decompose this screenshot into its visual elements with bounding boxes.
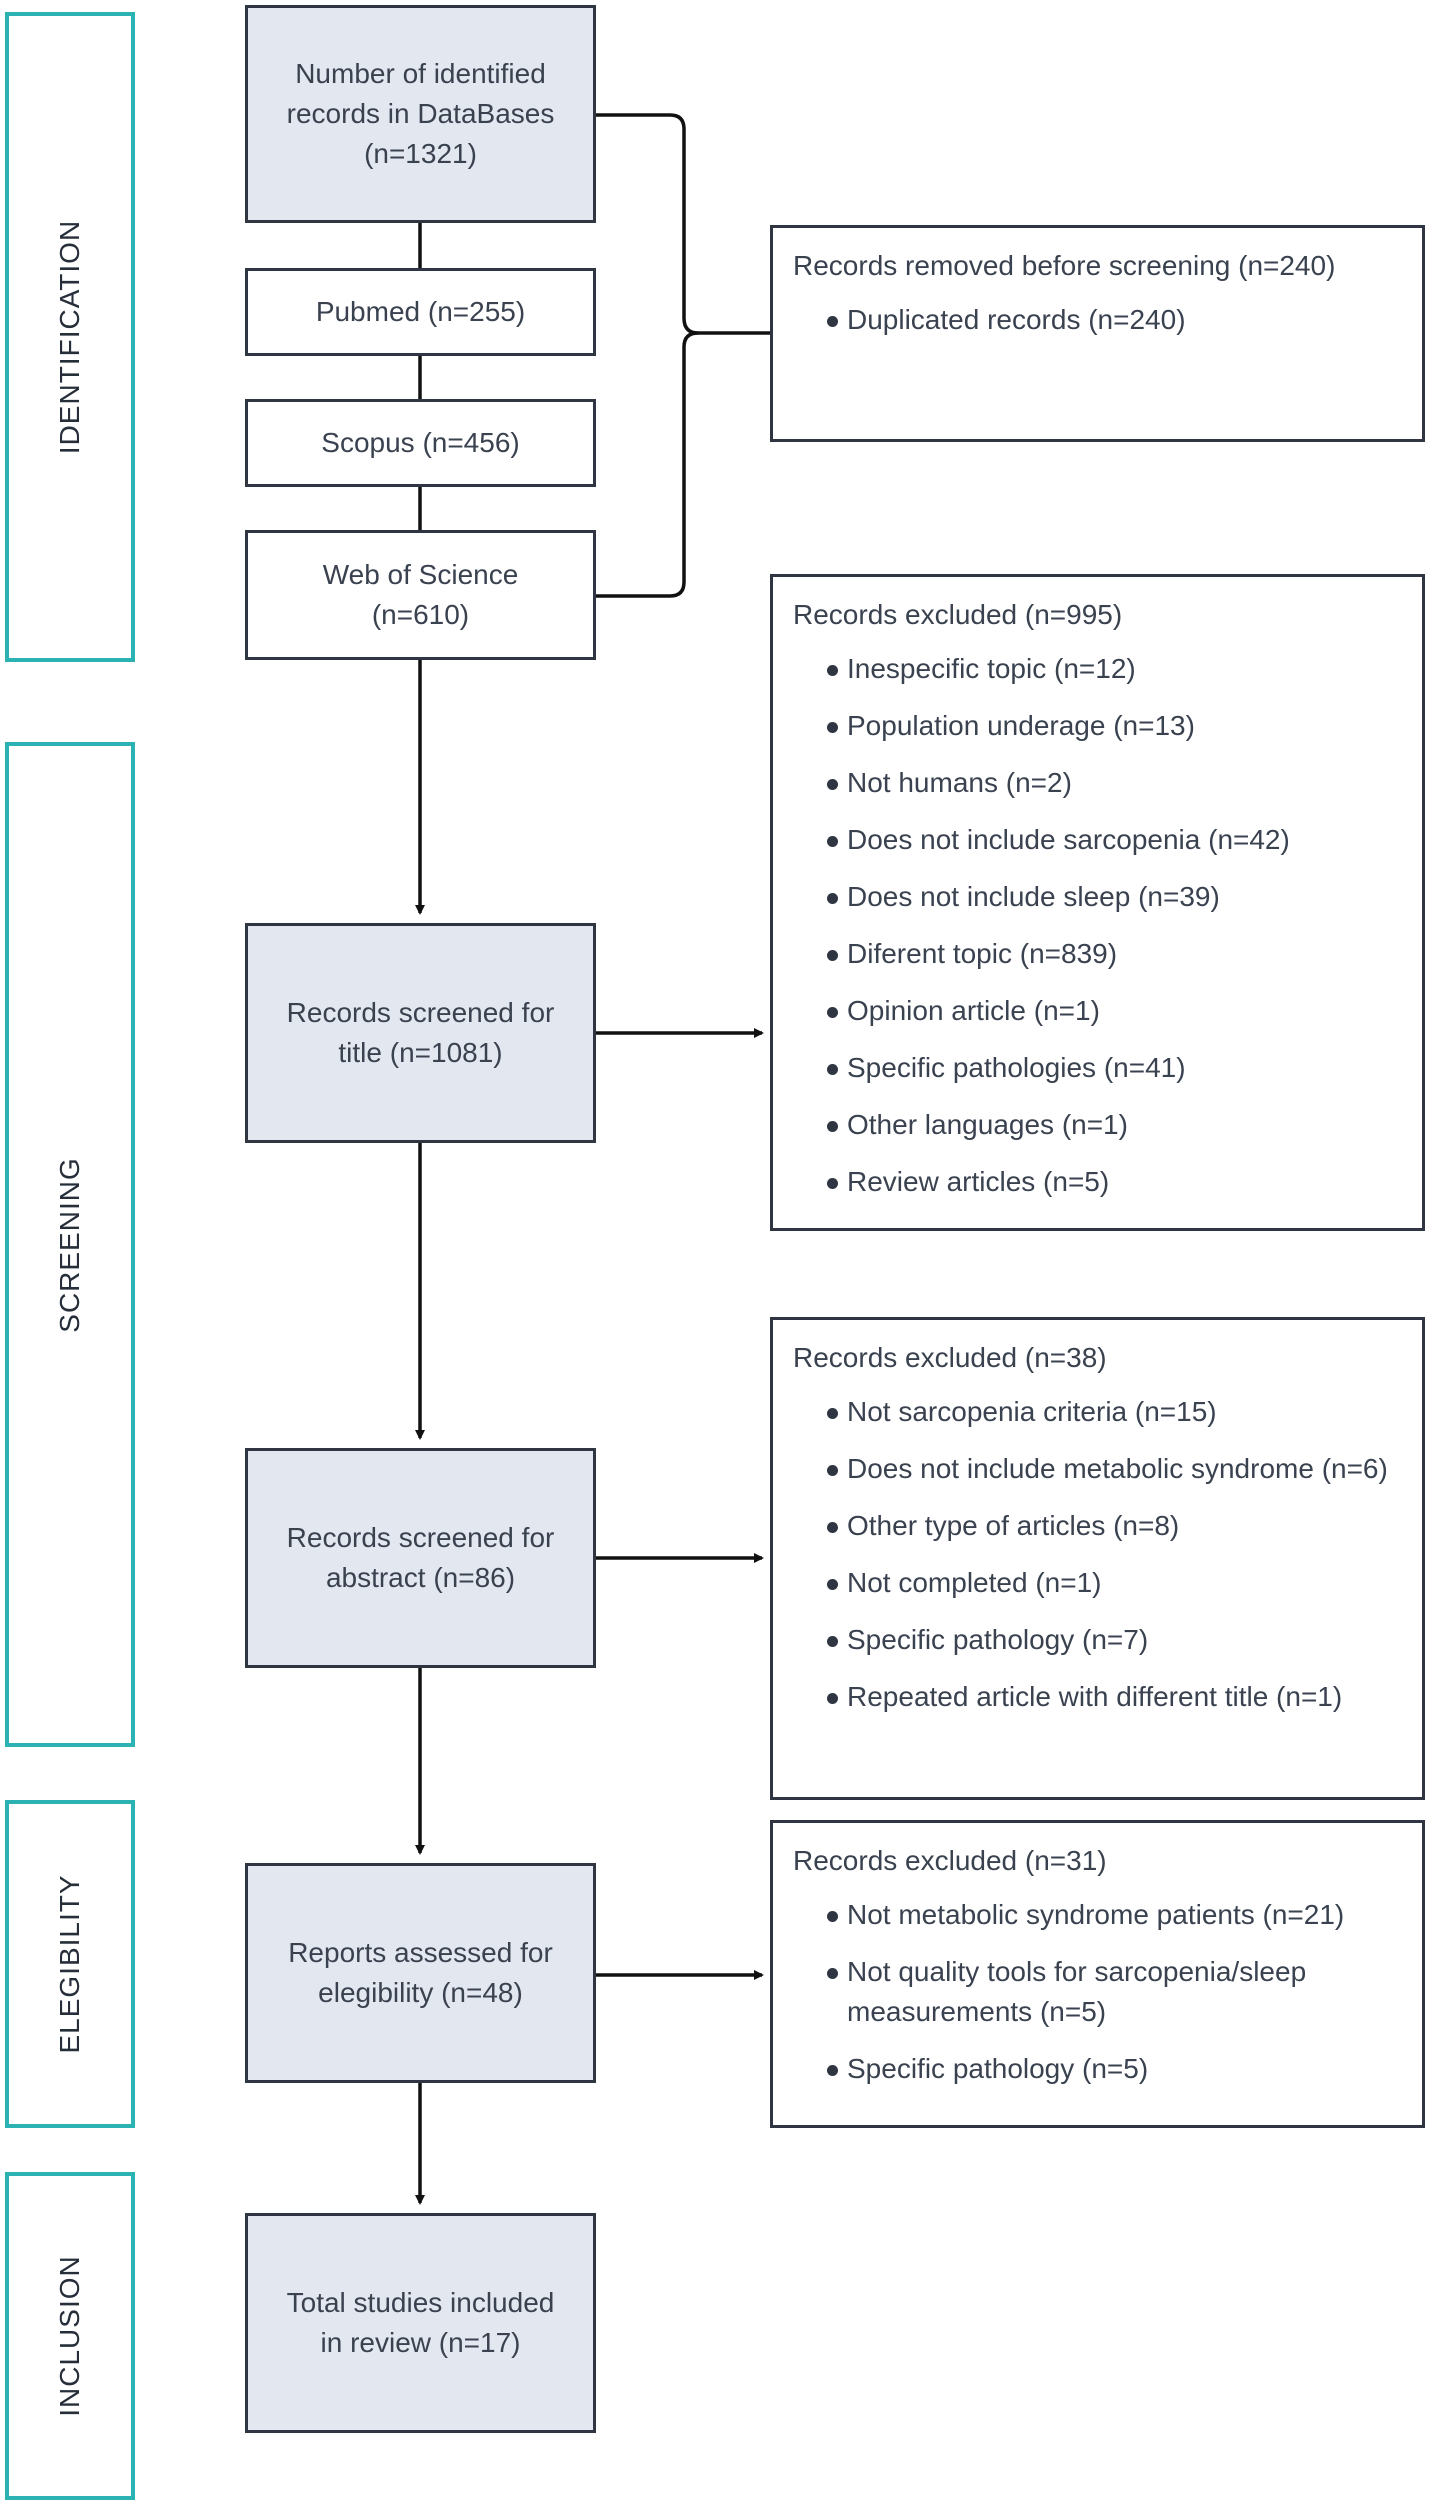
box-text-line: Total studies included [286, 2287, 555, 2318]
box-text-line: Web of Science [322, 559, 519, 590]
bullet-icon [827, 1636, 838, 1647]
phase-label: SCREENING [54, 1156, 85, 1333]
bullet-icon [827, 1522, 838, 1533]
included-studies-box: Total studies included in review (n=17) [245, 2213, 596, 2433]
bullet-icon [827, 1178, 838, 1189]
title-screening-box: Records screened for title (n=1081) [245, 923, 596, 1143]
bullet-icon [827, 950, 838, 961]
list-item: Does not include sleep (n=39) [827, 877, 1402, 917]
bullet-icon [827, 1121, 838, 1132]
list-item: Does not include metabolic syndrome (n=6… [827, 1449, 1402, 1489]
box-text-line: elegibility (n=48) [318, 1977, 523, 2008]
list-item: Duplicated records (n=240) [827, 300, 1402, 340]
bullet-icon [827, 316, 838, 327]
bullet-icon [827, 722, 838, 733]
list-item: Specific pathology (n=7) [827, 1620, 1402, 1660]
abstract-excluded-box: Records excluded (n=38) Not sarcopenia c… [770, 1317, 1425, 1800]
phase-label: INCLUSION [54, 2255, 85, 2417]
box-text-line: Pubmed (n=255) [315, 296, 526, 327]
list-item: Review articles (n=5) [827, 1162, 1402, 1202]
list-item: Other type of articles (n=8) [827, 1506, 1402, 1546]
list-item: Not metabolic syndrome patients (n=21) [827, 1895, 1402, 1935]
web-of-science-box: Web of Science (n=610) [245, 530, 596, 660]
bullet-icon [827, 1007, 838, 1018]
phase-label: ELEGIBILITY [54, 1874, 85, 2054]
list-item: Not quality tools for sarcopenia/sleep m… [827, 1952, 1402, 2032]
title-excluded-box: Records excluded (n=995) Inespecific top… [770, 574, 1425, 1231]
box-text-line: (n=1321) [364, 138, 477, 169]
phase-inclusion: INCLUSION [5, 2172, 135, 2500]
exclusion-title: Records removed before screening (n=240) [793, 250, 1336, 281]
list-item: Not sarcopenia criteria (n=15) [827, 1392, 1402, 1432]
bracket-connector [596, 113, 772, 335]
bullet-icon [827, 836, 838, 847]
bullet-icon [827, 665, 838, 676]
bullet-icon [827, 1968, 838, 1979]
bullet-icon [827, 893, 838, 904]
box-text-line: abstract (n=86) [325, 1562, 516, 1593]
bullet-icon [827, 1579, 838, 1590]
pubmed-box: Pubmed (n=255) [245, 268, 596, 356]
bracket-connector [596, 331, 699, 598]
bullet-icon [827, 1693, 838, 1704]
scopus-box: Scopus (n=456) [245, 399, 596, 487]
bullet-icon [827, 1408, 838, 1419]
box-text-line: Records screened for [286, 997, 555, 1028]
list-item: Other languages (n=1) [827, 1105, 1402, 1145]
exclusion-title: Records excluded (n=995) [793, 599, 1123, 630]
eligibility-excluded-box: Records excluded (n=31) Not metabolic sy… [770, 1820, 1425, 2128]
phase-elegibility: ELEGIBILITY [5, 1800, 135, 2128]
box-text-line: Scopus (n=456) [321, 427, 520, 458]
box-text-line: Number of identified [295, 58, 546, 89]
bullet-icon [827, 779, 838, 790]
box-text-line: records in DataBases [286, 98, 555, 129]
box-text-line: (n=610) [371, 599, 470, 630]
bullet-icon [827, 1064, 838, 1075]
phase-screening: SCREENING [5, 742, 135, 1747]
box-text-line: Reports assessed for [288, 1937, 553, 1968]
list-item: Diferent topic (n=839) [827, 934, 1402, 974]
bullet-icon [827, 1911, 838, 1922]
exclusion-title: Records excluded (n=31) [793, 1845, 1107, 1876]
removed-before-screening-box: Records removed before screening (n=240)… [770, 225, 1425, 442]
list-item: Specific pathology (n=5) [827, 2049, 1402, 2089]
bullet-icon [827, 1465, 838, 1476]
list-item: Repeated article with different title (n… [827, 1677, 1402, 1717]
abstract-screening-box: Records screened for abstract (n=86) [245, 1448, 596, 1668]
list-item: Not completed (n=1) [827, 1563, 1402, 1603]
eligibility-box: Reports assessed for elegibility (n=48) [245, 1863, 596, 2083]
list-item: Opinion article (n=1) [827, 991, 1402, 1031]
list-item: Does not include sarcopenia (n=42) [827, 820, 1402, 860]
exclusion-title: Records excluded (n=38) [793, 1342, 1107, 1373]
list-item: Inespecific topic (n=12) [827, 649, 1402, 689]
box-text-line: title (n=1081) [338, 1037, 503, 1068]
list-item: Specific pathologies (n=41) [827, 1048, 1402, 1088]
phase-identification: IDENTIFICATION [5, 12, 135, 662]
box-text-line: Records screened for [286, 1522, 555, 1553]
identified-records-box: Number of identified records in DataBase… [245, 5, 596, 223]
phase-label: IDENTIFICATION [54, 219, 85, 455]
box-text-line: in review (n=17) [320, 2327, 521, 2358]
list-item: Not humans (n=2) [827, 763, 1402, 803]
list-item: Population underage (n=13) [827, 706, 1402, 746]
bullet-icon [827, 2065, 838, 2076]
